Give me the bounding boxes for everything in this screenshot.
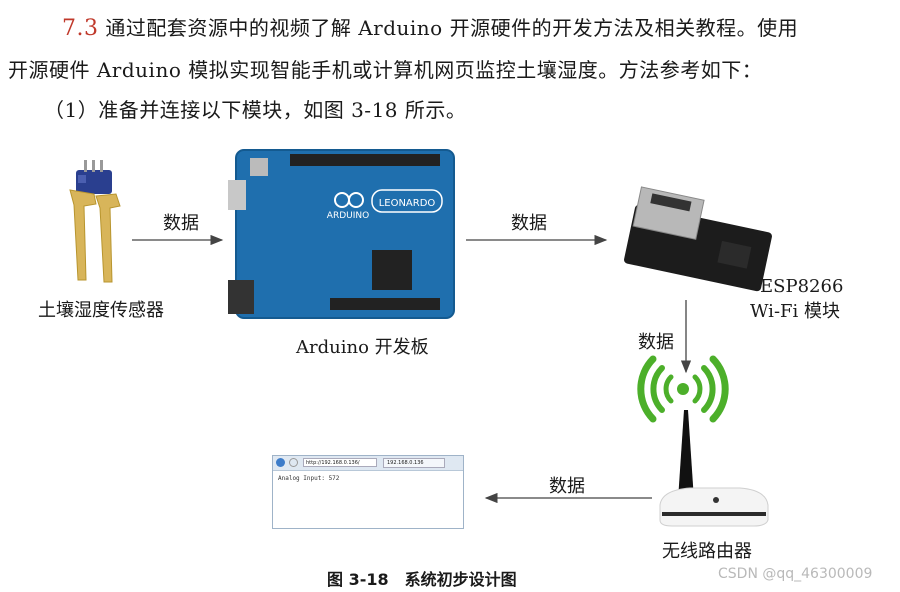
- arduino-label: Arduino 开发板: [296, 333, 429, 359]
- esp8266-module-icon: [623, 187, 772, 292]
- router-icon: [660, 410, 768, 526]
- browser-window: http://192.168.0.136/ 192.168.0.136 Anal…: [272, 455, 464, 529]
- board-leonardo-text: LEONARDO: [379, 198, 436, 209]
- edge-label-router-browser: 数据: [549, 472, 585, 498]
- esp-label-type: Wi-Fi 模块: [750, 297, 840, 323]
- browser-toolbar: http://192.168.0.136/ 192.168.0.136: [273, 456, 463, 471]
- browser-content: Analog Input: 572: [273, 471, 463, 486]
- edge-label-sensor-arduino: 数据: [163, 209, 199, 235]
- sensor-label: 土壤湿度传感器: [38, 296, 164, 322]
- esp-label-model: ESP8266: [760, 276, 843, 297]
- back-icon: [276, 458, 285, 467]
- router-label: 无线路由器: [662, 537, 752, 563]
- edge-label-esp-router: 数据: [638, 328, 674, 354]
- watermark: CSDN @qq_46300009: [718, 566, 872, 582]
- figure-caption: 图 3-18 系统初步设计图: [327, 566, 517, 590]
- forward-icon: [289, 458, 298, 467]
- board-brand-text: ARDUINO: [327, 211, 369, 221]
- arduino-board-icon: LEONARDO ARDUINO: [228, 150, 454, 318]
- browser-tab: 192.168.0.136: [383, 458, 445, 468]
- edge-label-arduino-esp: 数据: [511, 209, 547, 235]
- wifi-signal-icon: [641, 359, 725, 419]
- soil-sensor-icon: [70, 160, 120, 282]
- browser-url-field: http://192.168.0.136/: [303, 458, 377, 467]
